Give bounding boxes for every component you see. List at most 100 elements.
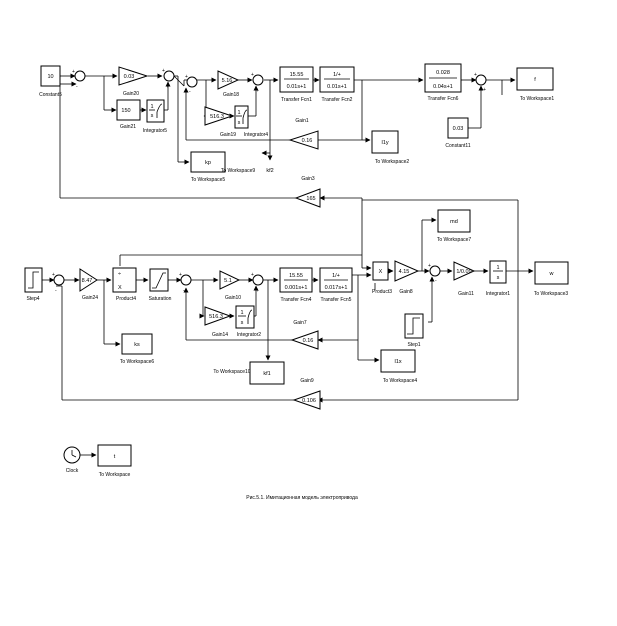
product4-block[interactable]: ÷ X Product4 — [112, 267, 137, 302]
svg-text:0.16: 0.16 — [302, 138, 313, 144]
gain9-block[interactable]: 0.106 Gain9 — [292, 378, 321, 410]
svg-text:To Workspace1: To Workspace1 — [520, 96, 555, 102]
svg-text:0.01s+1: 0.01s+1 — [327, 84, 347, 90]
gain10-block[interactable]: 5.1 Gain10 — [219, 270, 241, 301]
to-workspace10-block[interactable]: kf1 To Workspace10 — [213, 361, 285, 385]
svg-text:Gain10: Gain10 — [225, 295, 241, 301]
svg-text:Transfer Fcn5: Transfer Fcn5 — [321, 297, 352, 303]
svg-text:kf2: kf2 — [266, 168, 273, 174]
svg-text:s: s — [241, 320, 244, 326]
svg-text:0.04s+1: 0.04s+1 — [433, 84, 453, 90]
svg-text:-: - — [55, 288, 57, 294]
svg-text:1: 1 — [496, 265, 499, 271]
svg-text:+: + — [251, 72, 254, 78]
svg-text:Gain14: Gain14 — [212, 332, 228, 338]
svg-text:+: + — [162, 68, 165, 74]
svg-text:To Workspace6: To Workspace6 — [120, 359, 155, 365]
svg-text:Integrator1: Integrator1 — [486, 291, 510, 297]
to-workspace2-block[interactable]: I1y To Workspace2 — [371, 130, 409, 165]
gain1-block[interactable]: 0.16 Gain1 — [288, 118, 319, 150]
svg-text:X: X — [379, 269, 383, 275]
integrator5-block[interactable]: 1 s Integrator5 — [143, 99, 167, 134]
svg-text:Transfer Fcn4: Transfer Fcn4 — [281, 297, 312, 303]
svg-text:0.028: 0.028 — [436, 70, 450, 76]
svg-text:Gain18: Gain18 — [223, 92, 239, 98]
gain7-block[interactable]: 0.16 Gain7 — [290, 320, 319, 350]
sum-block-4[interactable]: + + — [251, 72, 264, 94]
svg-text:0.03: 0.03 — [453, 126, 464, 132]
svg-text:Gain11: Gain11 — [458, 291, 474, 297]
saturation-block[interactable]: Saturation — [149, 268, 172, 302]
svg-text:0.16: 0.16 — [303, 338, 314, 344]
svg-text:8.47: 8.47 — [82, 278, 93, 284]
constant5-block[interactable]: 10 Constant5 — [39, 65, 62, 98]
gain20-block[interactable]: 0.03 Gain20 — [118, 66, 149, 97]
to-workspace9-block[interactable]: To Workspace9 kf2 — [221, 168, 274, 174]
integrator4-block[interactable]: 1 s Gain19 Integrator4 — [220, 105, 268, 138]
svg-text:Saturation: Saturation — [149, 296, 172, 302]
svg-text:10: 10 — [47, 74, 53, 80]
to-workspace3-block[interactable]: w To Workspace3 — [534, 261, 569, 297]
to-workspace6-block[interactable]: ks To Workspace6 — [120, 333, 155, 365]
gain18-block[interactable]: 5.16 Gain18 — [217, 70, 239, 98]
sum-block-6[interactable]: + - — [52, 272, 65, 294]
gain24-block[interactable]: 8.47 Gain24 — [79, 268, 98, 301]
svg-text:+: + — [179, 272, 182, 278]
svg-text:To Workspace5: To Workspace5 — [191, 177, 226, 183]
sum-block-9[interactable]: + - — [428, 263, 441, 284]
svg-text:+: + — [256, 88, 259, 94]
svg-text:Transfer Fcn1: Transfer Fcn1 — [281, 97, 312, 103]
svg-text:Integrator5: Integrator5 — [143, 128, 167, 134]
sum-block-1[interactable]: + - — [72, 69, 86, 90]
transfer-fcn4-block[interactable]: 15.55 0.001s+1 Transfer Fcn4 — [279, 267, 313, 303]
svg-text:1/+: 1/+ — [333, 72, 341, 78]
clock-block[interactable]: Clock — [63, 446, 97, 474]
svg-text:Gain19: Gain19 — [220, 132, 236, 138]
transfer-fcn6-block[interactable]: 0.028 0.04s+1 Transfer Fcn6 — [424, 63, 462, 102]
svg-text:Step4: Step4 — [26, 296, 39, 302]
sum-block-7[interactable]: + - — [179, 272, 192, 294]
sum-block-8[interactable]: + + — [251, 272, 264, 294]
to-workspace5-block[interactable]: kp To Workspace5 — [190, 151, 226, 183]
gain19-block[interactable]: 516.3 — [204, 106, 234, 126]
svg-text:1: 1 — [150, 104, 153, 110]
svg-text:1/0.09: 1/0.09 — [456, 269, 471, 275]
svg-text:+: + — [185, 74, 188, 80]
svg-text:Gain24: Gain24 — [82, 295, 98, 301]
transfer-fcn2-block[interactable]: 1/+ 0.01s+1 Transfer Fcn2 — [319, 66, 355, 103]
svg-text:516.3: 516.3 — [209, 314, 223, 320]
to-workspace1-block[interactable]: f To Workspace1 — [516, 67, 555, 102]
step1-block[interactable]: Step1 — [404, 313, 424, 348]
gain14-block[interactable]: 516.3 Gain14 — [204, 306, 232, 338]
to-workspace4-block[interactable]: I1x To Workspace4 — [380, 349, 417, 384]
sum-block-3[interactable]: + - — [185, 74, 198, 95]
gain8-block[interactable]: 4.15 Gain8 — [394, 260, 420, 295]
transfer-fcn1-block[interactable]: 15.55 0.01s+1 Transfer Fcn1 — [279, 66, 314, 103]
gain3-block[interactable]: 165 Gain3 — [294, 176, 321, 208]
svg-text:15.55: 15.55 — [290, 72, 304, 78]
svg-text:md: md — [450, 219, 458, 225]
svg-text:516.3: 516.3 — [210, 114, 224, 120]
svg-text:+: + — [251, 272, 254, 278]
sum-block-5[interactable]: + + — [474, 72, 487, 93]
to-workspace7-block[interactable]: md To Workspace7 — [437, 209, 472, 243]
gain21-block[interactable]: 150 Gain21 — [116, 99, 141, 130]
svg-text:Gain9: Gain9 — [300, 378, 314, 384]
integrator2-block[interactable]: 1 s Integrator2 — [235, 305, 261, 338]
svg-text:0.001s+1: 0.001s+1 — [285, 285, 308, 291]
integrator1-block[interactable]: 1 s Integrator1 — [486, 260, 510, 297]
to-workspace-block[interactable]: t To Workspace — [97, 444, 132, 478]
transfer-fcn5-block[interactable]: 1/+ 0.017s+1 Transfer Fcn5 — [319, 267, 353, 303]
svg-text:Transfer Fcn6: Transfer Fcn6 — [428, 96, 459, 102]
svg-text:+: + — [256, 288, 259, 294]
constant11-block[interactable]: 0.03 Constant11 — [445, 117, 471, 149]
product3-block[interactable]: X Product3 — [372, 261, 392, 295]
svg-text:Gain3: Gain3 — [301, 176, 315, 182]
step4-block[interactable]: Step4 — [24, 267, 43, 302]
svg-text:To Workspace3: To Workspace3 — [534, 291, 569, 297]
svg-text:To Workspace10: To Workspace10 — [213, 369, 250, 375]
svg-text:1/+: 1/+ — [332, 273, 340, 279]
gain11-block[interactable]: 1/0.09 Gain11 — [453, 261, 476, 297]
sum-block-2[interactable]: + + — [162, 68, 175, 90]
